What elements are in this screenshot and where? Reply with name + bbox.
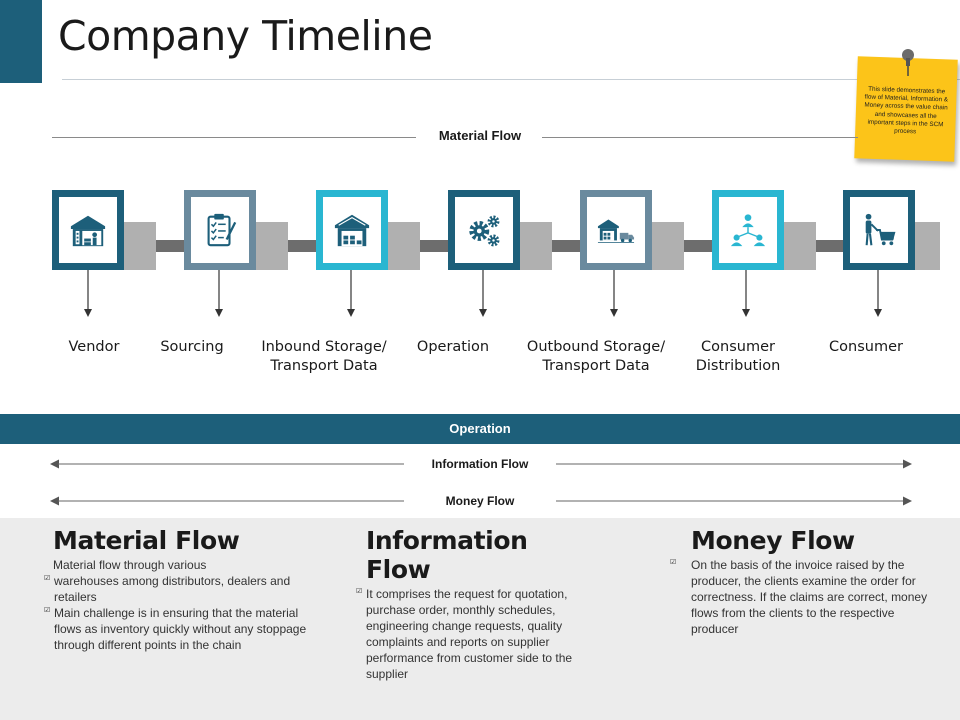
money-flow-arrow xyxy=(50,496,912,506)
stage-shadow xyxy=(518,222,552,270)
gears-icon xyxy=(469,215,500,247)
stage-label-consumer: Consumer xyxy=(829,339,903,355)
stage-vendor xyxy=(52,190,124,270)
material-flow-intro: Material flow through various xyxy=(53,558,207,572)
sticky-note-text: This slide demonstrates the flow of Mate… xyxy=(864,85,949,136)
checkbox-icon: ☑ xyxy=(670,559,677,566)
stage-shadow xyxy=(386,222,420,270)
money-flow-bullet: ☑ On the basis of the invoice raised by … xyxy=(670,558,928,636)
material-flow-line-right xyxy=(542,137,858,138)
money-flow-heading: Money Flow xyxy=(691,526,855,555)
down-arrow-icon xyxy=(742,270,750,317)
stage-label-operation: Operation xyxy=(416,339,490,355)
down-arrow-icon xyxy=(874,270,882,317)
stage-shadow xyxy=(650,222,684,270)
material-flow-bullet: ☑ Main challenge is in ensuring that the… xyxy=(44,606,307,652)
information-flow-heading: Information Flow xyxy=(366,526,528,584)
stage-label-vendor: Vendor xyxy=(68,339,120,355)
down-arrow-icon xyxy=(610,270,618,317)
page-title: Company Timeline xyxy=(58,12,433,60)
warehouse-icon xyxy=(334,214,370,247)
material-flow-label: Material Flow xyxy=(438,128,522,143)
clipboard-checklist-icon xyxy=(207,213,237,247)
checkbox-icon: ☑ xyxy=(44,575,51,582)
people-network-icon xyxy=(730,214,766,247)
stage-sourcing xyxy=(184,190,256,270)
checkbox-icon: ☑ xyxy=(44,607,51,614)
warehouse-worker-icon xyxy=(70,215,106,247)
checkbox-icon: ☑ xyxy=(356,588,363,595)
title-accent-bar xyxy=(0,0,42,83)
money-flow-label: Money Flow xyxy=(445,494,515,508)
information-flow-bullet: ☑ It comprises the request for quotation… xyxy=(356,587,573,681)
stage-label-consumer-distribution: Consumer Distribution xyxy=(695,339,781,374)
down-arrow-icon xyxy=(84,270,92,317)
material-flow-heading: Material Flow xyxy=(53,526,240,555)
stage-shadow xyxy=(910,222,940,270)
material-flow-bullet: ☑ warehouses among distributors, dealers… xyxy=(44,574,291,604)
stage-outbound-storage xyxy=(580,190,652,270)
stage-label-outbound-storage: Outbound Storage/ Transport Data xyxy=(526,339,666,374)
title-divider xyxy=(62,79,960,80)
stage-operation xyxy=(448,190,520,270)
down-arrow-icon xyxy=(215,270,223,317)
stage-label-sourcing: Sourcing xyxy=(160,339,224,355)
operation-band: Operation xyxy=(0,414,960,444)
stage-inbound-storage xyxy=(316,190,388,270)
description-panel xyxy=(0,518,960,720)
shopper-cart-icon xyxy=(865,213,896,246)
information-flow-arrow xyxy=(50,459,912,469)
stage-shadow xyxy=(254,222,288,270)
material-flow-column: Material Flow Material flow through vari… xyxy=(44,526,314,653)
material-flow-line-left xyxy=(52,137,416,138)
stage-consumer xyxy=(843,190,915,270)
stage-shadow xyxy=(122,222,156,270)
down-arrow-icon xyxy=(347,270,355,317)
warehouse-truck-icon xyxy=(597,219,635,243)
pushpin-icon xyxy=(902,49,914,76)
information-flow-column: Information Flow ☑ It comprises the requ… xyxy=(356,526,596,682)
stage-shadow xyxy=(782,222,816,270)
down-arrow-icon xyxy=(479,270,487,317)
money-flow-column: Money Flow ☑ On the basis of the invoice… xyxy=(670,526,932,637)
stage-label-inbound-storage: Inbound Storage/ Transport Data xyxy=(261,339,387,374)
stage-consumer-distribution xyxy=(712,190,784,270)
information-flow-label: Information Flow xyxy=(431,457,529,471)
